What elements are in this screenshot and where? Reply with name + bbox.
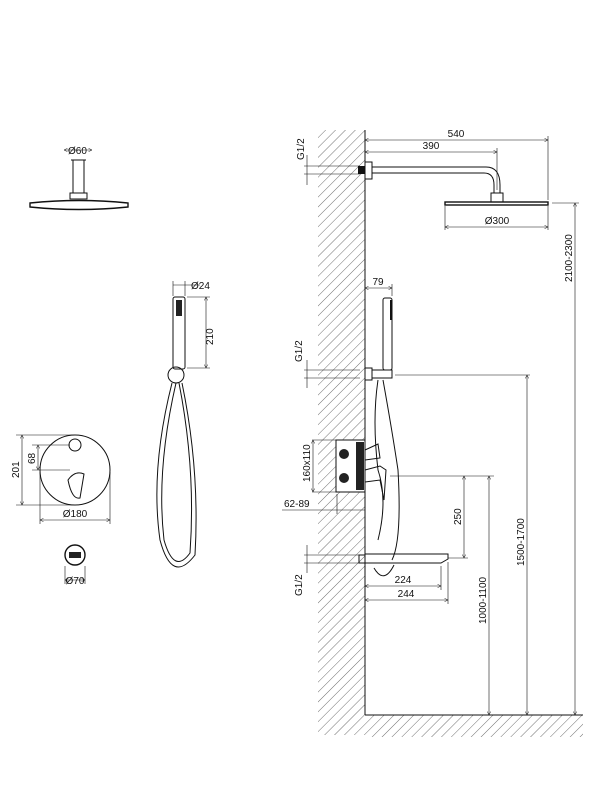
dim-top-diameter: Ø60 — [68, 146, 87, 157]
spout-outlet-front: Ø70 — [64, 544, 86, 587]
thread-middle: G1/2 — [294, 340, 360, 388]
overhead-shower-side — [358, 161, 549, 206]
dim-spout-height: 1000-1100 — [478, 576, 489, 624]
dim-arm-total: 540 — [448, 129, 465, 140]
thread-top-label: G1/2 — [296, 138, 307, 160]
dim-244: 244 — [365, 562, 449, 604]
thread-bottom: G1/2 — [294, 545, 360, 596]
thread-top: G1/2 — [296, 138, 360, 185]
dim-300: Ø300 — [444, 206, 549, 230]
dim-2100-2300: 2100-2300 — [552, 202, 579, 715]
dim-holder-height: 1500-1700 — [516, 518, 527, 566]
dim-plate-height: 201 — [11, 461, 22, 478]
mixer-plate-front: 201 68 Ø180 — [11, 434, 111, 524]
dim-arm-length: 390 — [423, 141, 440, 152]
dim-head-diameter: Ø300 — [485, 216, 510, 227]
dim-outlet-diameter: Ø70 — [66, 576, 85, 587]
dim-head-height: 2100-2300 — [564, 234, 575, 282]
dim-1500-1700: 1500-1700 — [395, 374, 530, 715]
dim-holder-offset: 79 — [372, 277, 384, 288]
dim-box-depth: 62-89 — [284, 499, 310, 510]
dim-540: 540 — [365, 129, 549, 200]
mixer-box — [335, 439, 387, 501]
dim-224: 224 — [365, 566, 442, 590]
dim-1000-1100: 1000-1100 — [478, 476, 489, 715]
dim-box-size: 160x110 — [302, 444, 313, 482]
dim-hand-length: 210 — [205, 328, 216, 345]
dim-spout-inner: 224 — [395, 575, 412, 586]
thread-middle-label: G1/2 — [294, 340, 305, 362]
dim-79: 79 — [365, 277, 393, 296]
spout — [358, 553, 449, 564]
wall — [318, 130, 583, 737]
dim-62-89: 62-89 — [282, 494, 365, 514]
dim-390: 390 — [365, 141, 498, 190]
overhead-head-front: Ø60 — [29, 146, 129, 211]
dim-plate-diameter: Ø180 — [63, 509, 88, 520]
dim-hand-diameter: Ø24 — [191, 281, 210, 292]
dim-spout-gap: 250 — [453, 508, 464, 525]
dim-250: 250 — [390, 475, 494, 559]
dim-spout-outer: 244 — [398, 589, 415, 600]
dim-handle-offset: 68 — [27, 452, 38, 464]
dim-box: 160x110 — [302, 439, 336, 493]
hand-shower-side — [364, 297, 400, 577]
thread-bottom-label: G1/2 — [294, 574, 305, 596]
hand-shower-front: Ø24 210 — [156, 281, 216, 568]
